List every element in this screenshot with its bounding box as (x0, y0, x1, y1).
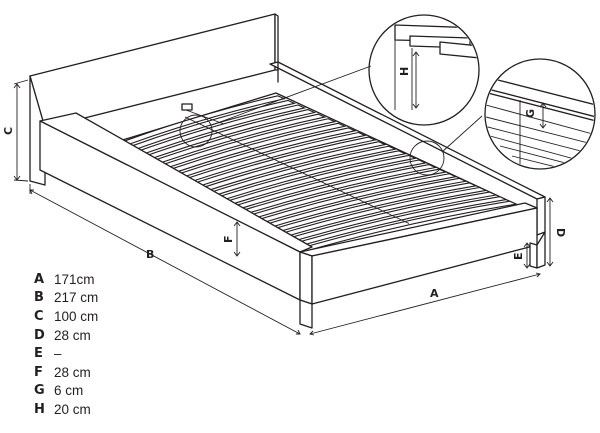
dimension-f (233, 221, 241, 257)
detail-leader-h (211, 65, 372, 126)
detail-h (368, 14, 480, 126)
label-f: F (222, 235, 235, 243)
legend-row: B 217 cm (34, 289, 154, 308)
legend-key: B (34, 290, 44, 306)
detail-g (484, 58, 596, 170)
label-d: D (554, 228, 567, 237)
legend-row: E– (34, 344, 154, 363)
legend-key: D (34, 327, 45, 343)
detail-circle-left (179, 114, 213, 148)
legend-key: C (34, 308, 44, 324)
dimension-c (13, 79, 29, 182)
legs (299, 231, 546, 329)
label-a: A (430, 287, 439, 300)
legend-row: F 28 cm (34, 363, 154, 382)
label-h: H (398, 67, 411, 76)
legend-row: D 28 cm (34, 326, 154, 345)
label-c: C (2, 127, 15, 135)
legend-key: A (34, 271, 45, 287)
detail-leader-g (441, 115, 483, 153)
legend-value: – (54, 346, 62, 362)
center-divider (184, 116, 410, 224)
legend-key: G (34, 383, 45, 399)
label-g: G (524, 109, 537, 118)
dimension-a (309, 272, 541, 336)
label-e: E (512, 252, 525, 260)
legend-value: 217 cm (54, 290, 99, 306)
legend-value: 171cm (54, 271, 95, 287)
legend-row: C 100 cm (34, 307, 154, 326)
dimension-e (523, 242, 531, 269)
footboard (299, 202, 538, 305)
legend-key: E (34, 346, 43, 362)
legend-row: H 20 cm (34, 400, 154, 419)
center-beam (181, 103, 225, 125)
dimension-d (546, 197, 554, 267)
legend-value: 20 cm (54, 401, 91, 417)
legend-row: G 6 cm (34, 382, 154, 401)
legend-key: F (34, 364, 43, 380)
dimension-b (29, 184, 301, 335)
legend-value: 28 cm (54, 364, 91, 380)
legend-value: 28 cm (54, 327, 91, 343)
legend-value: 6 cm (54, 383, 84, 399)
legend-row: A 171cm (34, 270, 154, 289)
label-b: B (146, 248, 154, 261)
detail-circle-right (409, 140, 445, 176)
legend-key: H (34, 401, 45, 417)
legend-value: 100 cm (54, 308, 99, 324)
